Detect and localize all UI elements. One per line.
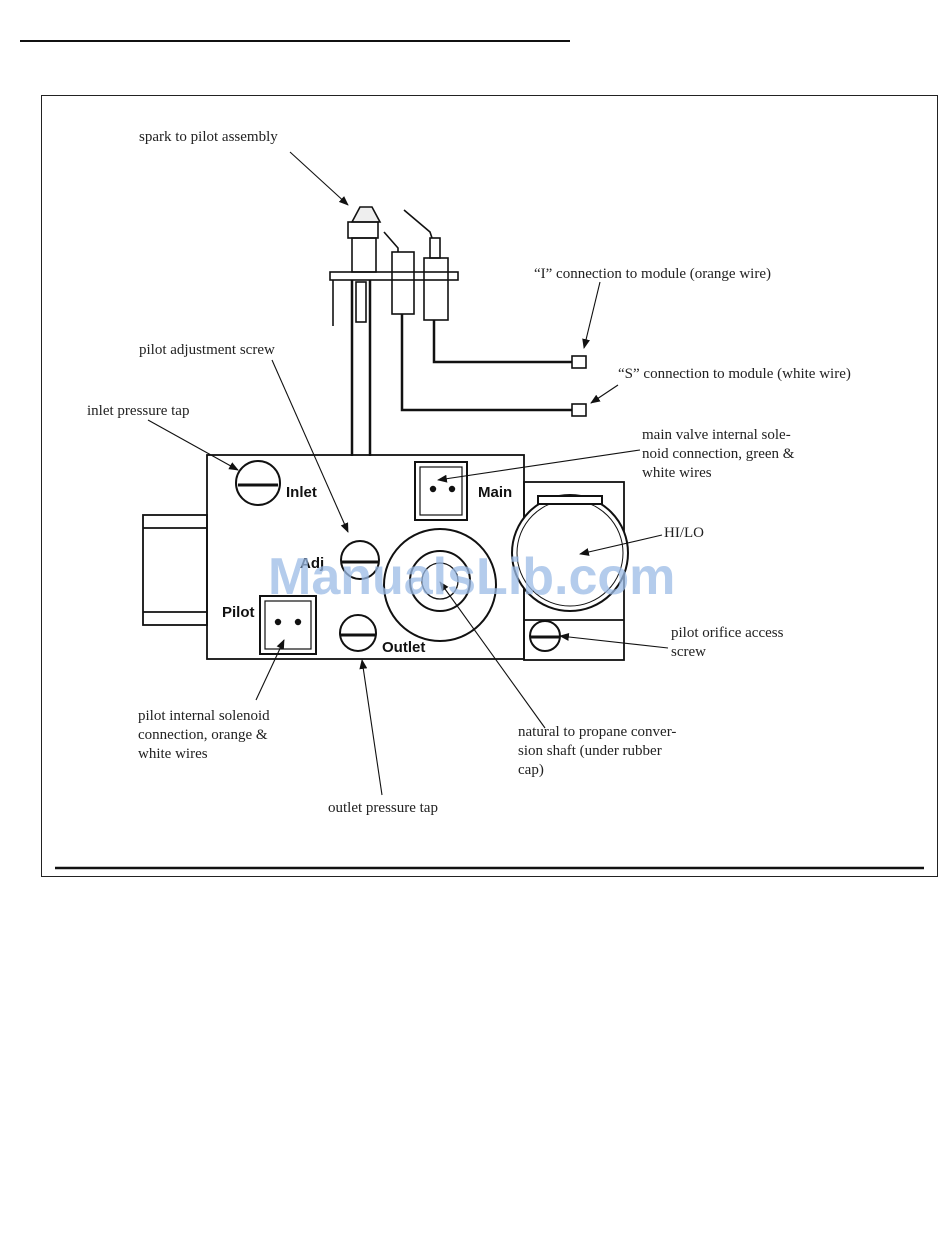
- pilot-solenoid-connector: [259, 595, 317, 655]
- pilot-adjust-screw: [340, 540, 380, 580]
- hilo-callout: HI/LO: [664, 525, 704, 541]
- conversion-callout-line1: natural to propane conver-: [518, 724, 676, 740]
- main-solenoid-connector: [414, 461, 468, 521]
- outlet-tap: [339, 614, 377, 652]
- pilot-label: Pilot: [222, 604, 255, 621]
- inlet-tap-callout: inlet pressure tap: [87, 403, 189, 419]
- main-valve-callout-line3: white wires: [642, 465, 712, 481]
- pilot-orifice-screw: [529, 620, 561, 652]
- s-connection-callout: “S” connection to module (white wire): [618, 366, 851, 382]
- main-label: Main: [478, 484, 512, 501]
- hilo-regulator: [511, 494, 629, 612]
- spark-callout: spark to pilot assembly: [139, 129, 278, 145]
- conversion-callout-line2: sion shaft (under rubber: [518, 743, 662, 759]
- main-valve-callout-line1: main valve internal sole-: [642, 427, 791, 443]
- pilot-orifice-callout-line2: screw: [671, 644, 706, 660]
- pilot-solenoid-callout-line1: pilot internal solenoid: [138, 708, 270, 724]
- callout-arrows: [147, 151, 669, 796]
- adj-label: Adj: [300, 555, 324, 572]
- conversion-callout-line3: cap): [518, 762, 544, 778]
- watermark: ManualsLib.com: [268, 548, 675, 606]
- pilot-orifice-callout-line1: pilot orifice access: [671, 625, 784, 641]
- header-rule: [20, 40, 570, 42]
- diagram-frame: [41, 95, 938, 877]
- pilot-adjustment-callout: pilot adjustment screw: [139, 342, 275, 358]
- inlet-label: Inlet: [286, 484, 317, 501]
- inlet-tap: [235, 460, 281, 506]
- pilot-assembly: [329, 206, 587, 456]
- i-connection-callout: “I” connection to module (orange wire): [534, 266, 771, 282]
- main-valve-callout-line2: noid connection, green &: [642, 446, 795, 462]
- outlet-tap-callout: outlet pressure tap: [328, 800, 438, 816]
- outlet-label: Outlet: [382, 639, 425, 656]
- callout-labels: spark to pilot assembly “I” connection t…: [87, 129, 851, 816]
- pilot-solenoid-callout-line3: white wires: [138, 746, 208, 762]
- pilot-solenoid-callout-line2: connection, orange &: [138, 727, 268, 743]
